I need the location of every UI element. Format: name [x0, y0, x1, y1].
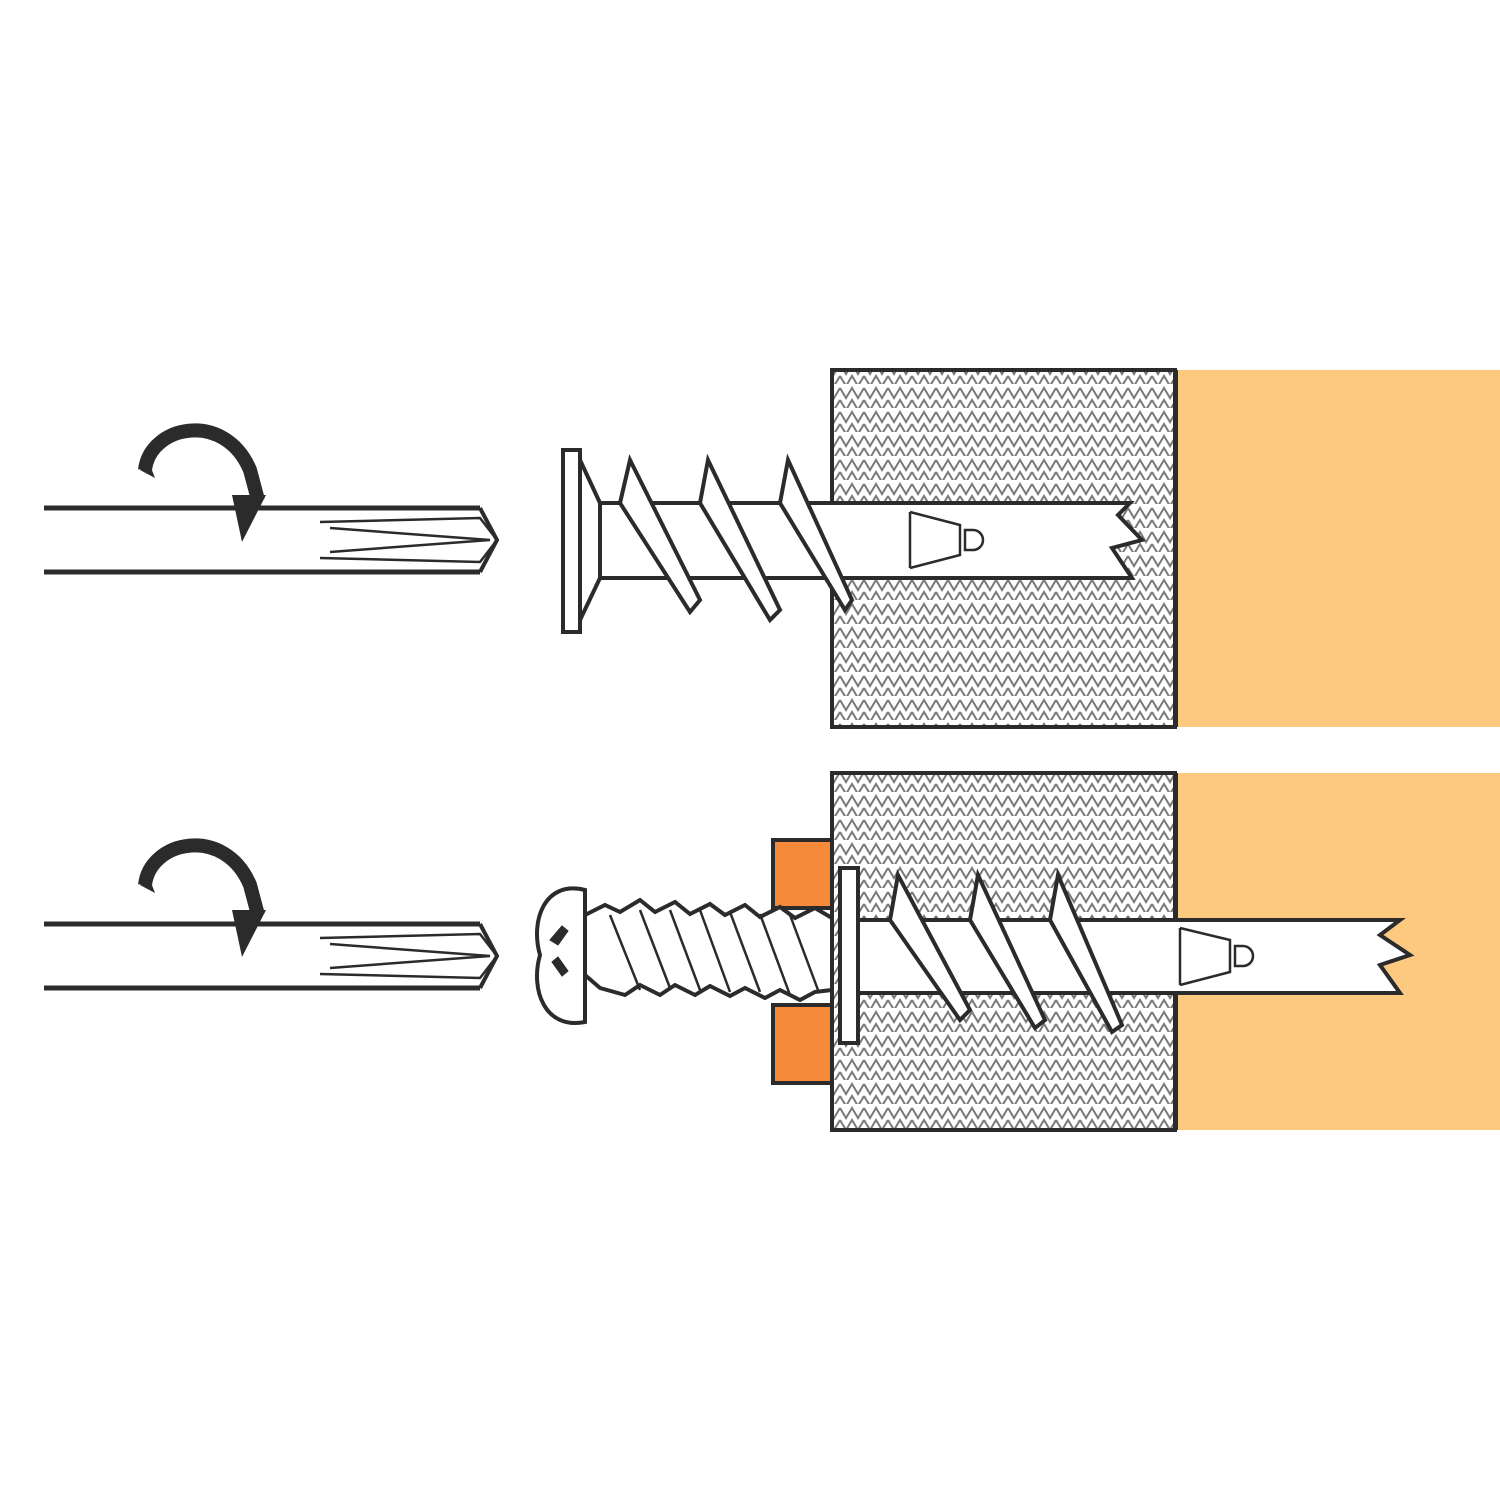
step-1-drive-anchor	[44, 368, 1500, 729]
rotate-arrow-icon	[140, 845, 266, 957]
drywall-anchor	[838, 866, 1415, 1045]
drywall-anchor	[561, 448, 1146, 634]
step-2-drive-screw	[44, 771, 1500, 1132]
fixture-lower	[771, 1003, 834, 1085]
screwdriver-icon	[44, 508, 497, 572]
machine-screw	[535, 886, 834, 1026]
fixture-upper	[771, 838, 834, 910]
screwdriver-icon	[44, 924, 497, 988]
wood-stud	[1177, 370, 1500, 727]
rotate-arrow-icon	[140, 430, 266, 542]
